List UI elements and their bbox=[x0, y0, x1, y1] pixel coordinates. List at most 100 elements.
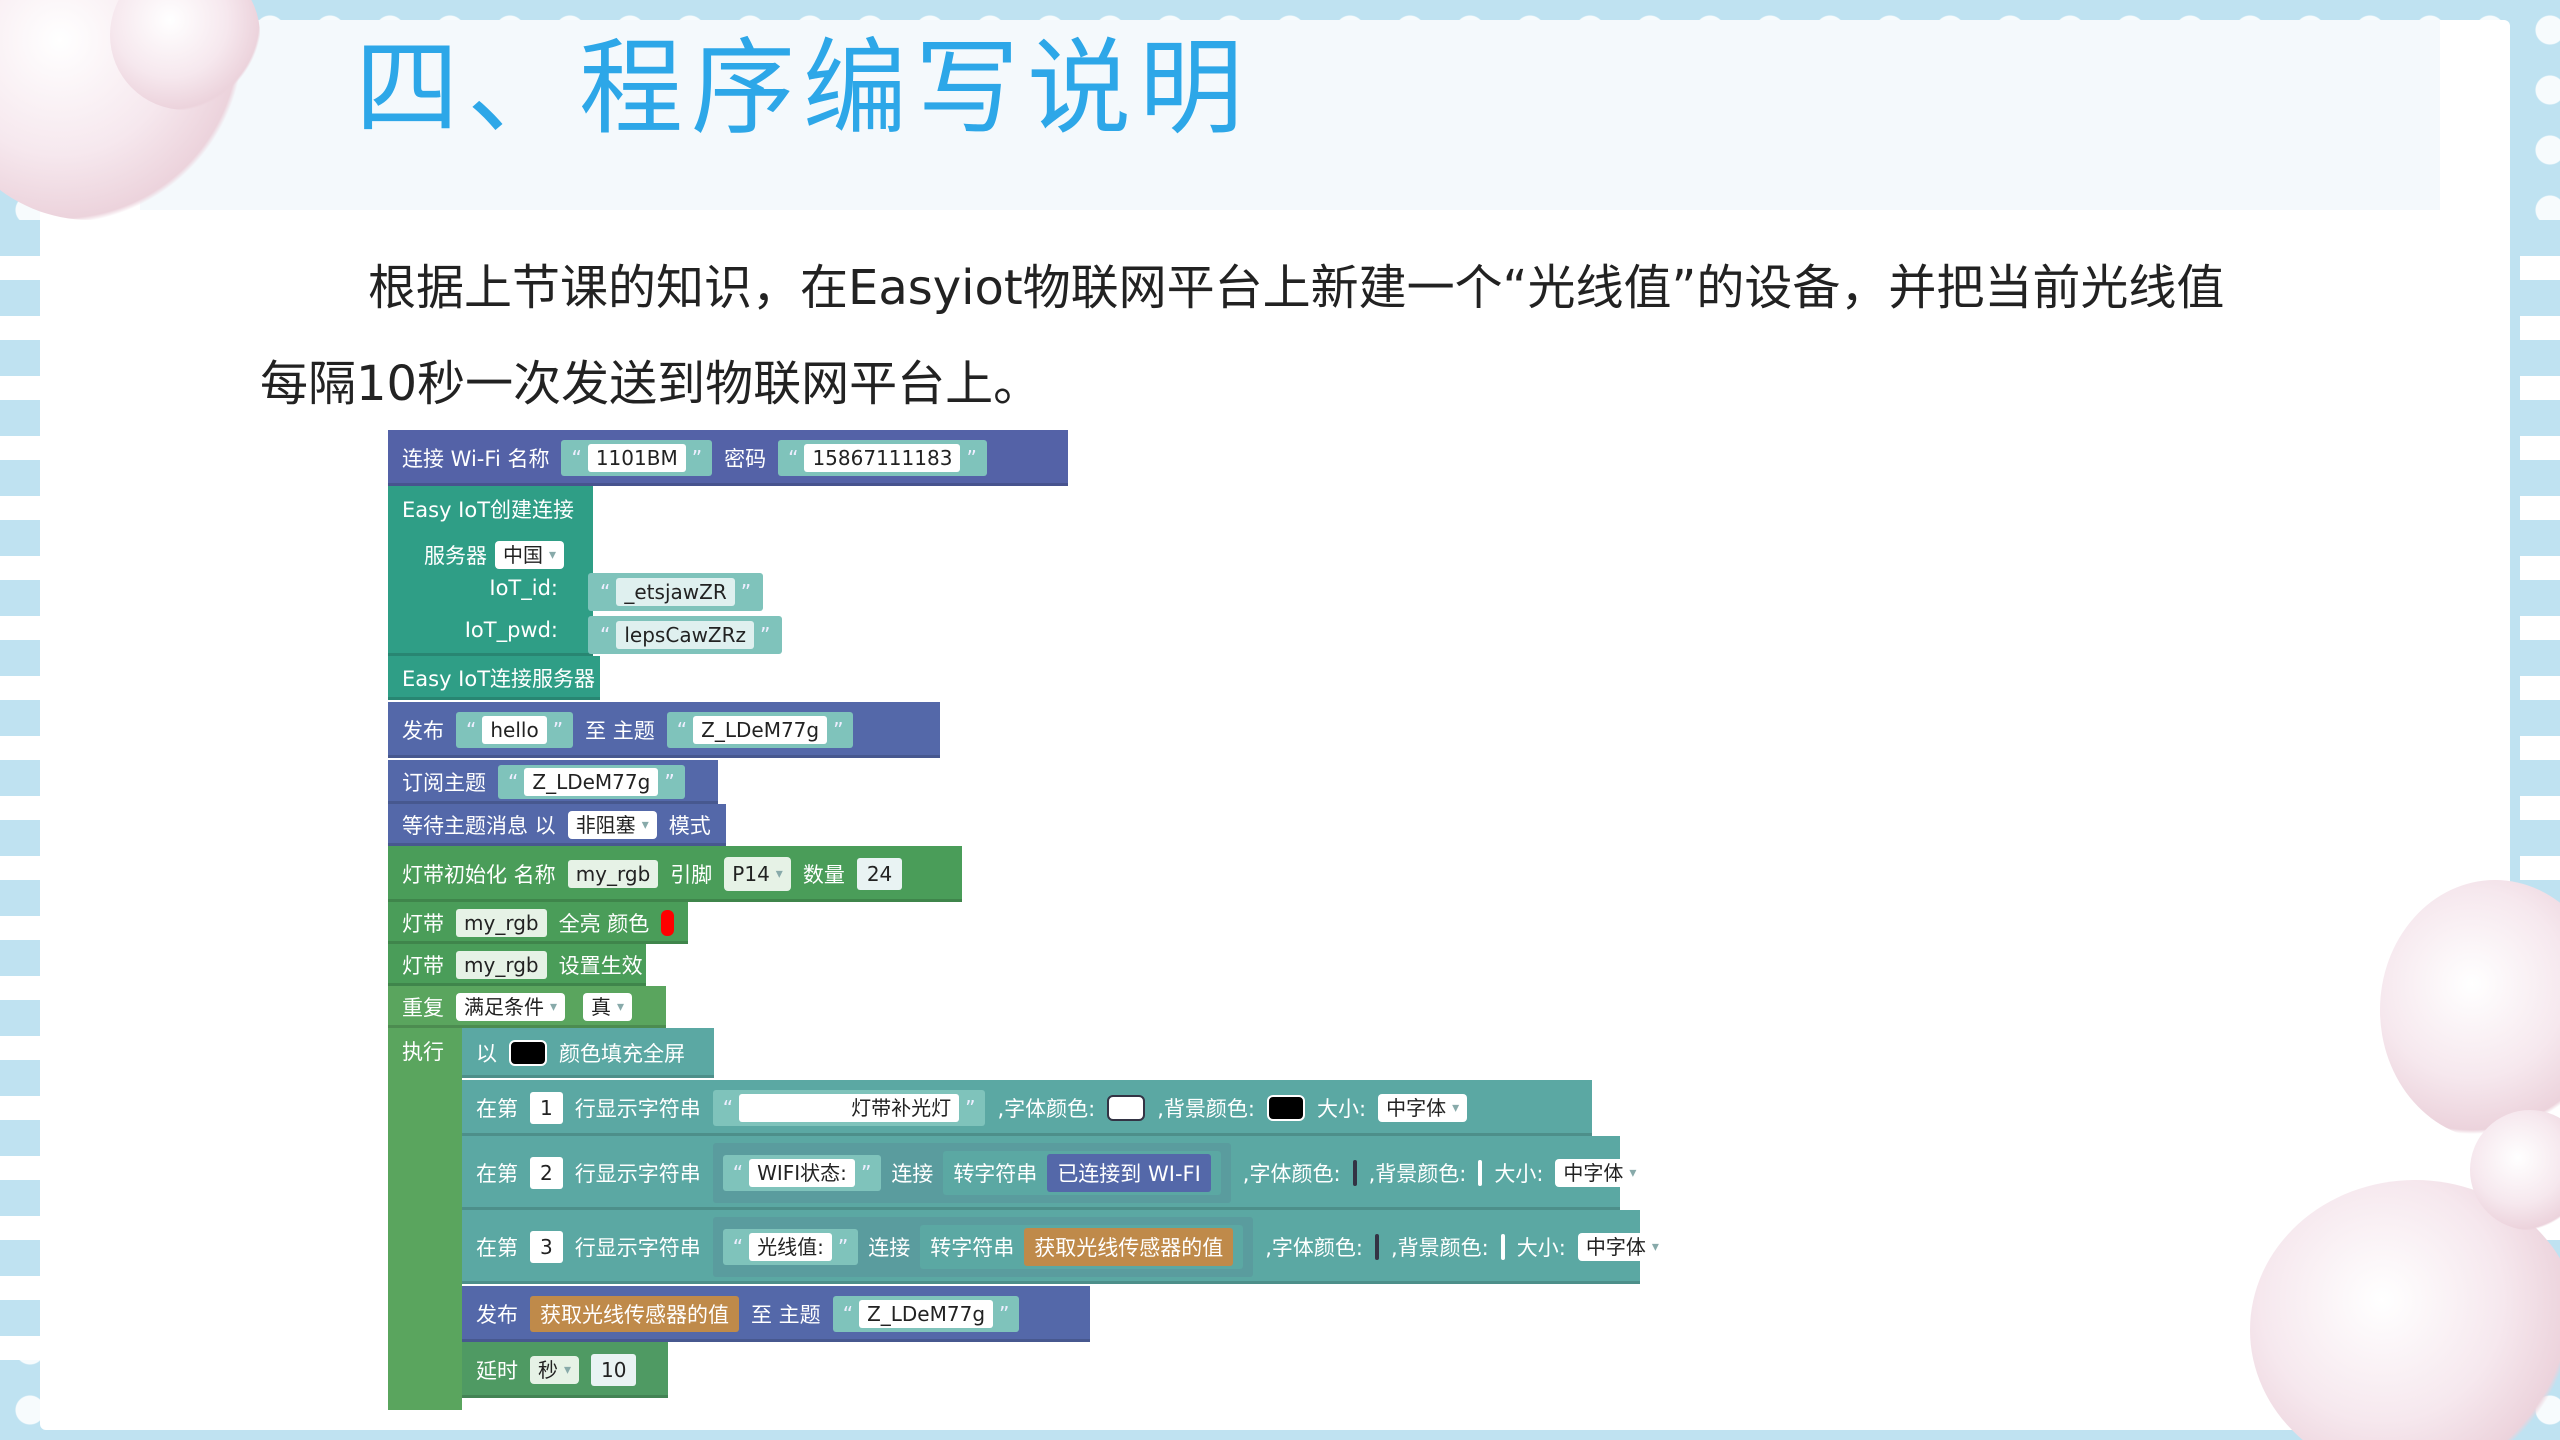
quote-close-icon: ” bbox=[664, 770, 675, 794]
publish-message-string[interactable]: “ hello ” bbox=[456, 712, 574, 748]
led-fill-name-field[interactable]: my_rgb bbox=[456, 909, 547, 937]
iot-id-value[interactable]: _etsjawZR bbox=[616, 578, 735, 606]
iot-credential-labels: IoT_id: IoT_pwd: bbox=[388, 570, 578, 656]
dropdown-arrow-icon: ▾ bbox=[641, 817, 649, 833]
wait-message-label: 等待主题消息 以 bbox=[402, 814, 556, 838]
row3-label: 在第 bbox=[476, 1236, 518, 1260]
iot-pwd-string[interactable]: “ lepsCawZRz ” bbox=[588, 616, 783, 654]
wait-mode-value: 非阻塞 bbox=[575, 813, 636, 837]
row2-text-string[interactable]: “ WIFI状态: ” bbox=[722, 1155, 882, 1191]
subscribe-topic-string[interactable]: “ Z_LDeM77g ” bbox=[498, 765, 685, 799]
publish-block[interactable]: 发布 “ hello ” 至 主题 “ Z_LDeM77g ” bbox=[388, 702, 940, 758]
display-row-1-block[interactable]: 在第 1 行显示字符串 “ 灯带补光灯 ” ,字体颜色: ,背景颜色: 大小: … bbox=[462, 1080, 1592, 1136]
publish2-topic-value[interactable]: Z_LDeM77g bbox=[859, 1300, 994, 1328]
display-row-2-block[interactable]: 在第 2 行显示字符串 “ WIFI状态: ” 连接 转字符串 已连接到 WI-… bbox=[462, 1136, 1645, 1210]
publish-light-block[interactable]: 发布 获取光线传感器的值 至 主题 “ Z_LDeM77g ” bbox=[462, 1286, 1090, 1342]
led-strip-fill-block[interactable]: 灯带 my_rgb 全亮 颜色 bbox=[388, 902, 688, 944]
led-strip-init-block[interactable]: 灯带初始化 名称 my_rgb 引脚 P14▾ 数量 24 bbox=[388, 846, 962, 902]
block-workspace: 连接 Wi-Fi 名称 “ 1101BM ” 密码 “ 15867111183 … bbox=[388, 430, 1928, 1420]
row3-bg-color-swatch[interactable] bbox=[1500, 1234, 1505, 1260]
quote-open-icon: “ bbox=[600, 623, 611, 647]
quote-close-icon: ” bbox=[760, 623, 771, 647]
publish2-light-sensor-block[interactable]: 获取光线传感器的值 bbox=[530, 1296, 739, 1332]
color-picker-red[interactable] bbox=[661, 910, 674, 936]
publish2-topic-label: 至 主题 bbox=[751, 1303, 821, 1327]
wait-mode-label: 模式 bbox=[668, 814, 711, 838]
row2-wifi-status-block[interactable]: 已连接到 WI-FI bbox=[1047, 1154, 1211, 1192]
row3-size-dropdown[interactable]: 中字体▾ bbox=[1577, 1233, 1667, 1261]
wifi-ssid-string[interactable]: “ 1101BM ” bbox=[561, 440, 713, 476]
quote-close-icon: ” bbox=[552, 718, 564, 742]
quote-open-icon: “ bbox=[466, 718, 477, 742]
led-pin-dropdown[interactable]: P14▾ bbox=[724, 857, 791, 891]
easyiot-connect-block[interactable]: Easy IoT连接服务器 bbox=[388, 656, 600, 700]
wait-mode-dropdown[interactable]: 非阻塞 ▾ bbox=[567, 811, 657, 839]
row3-to-string-block[interactable]: 转字符串 获取光线传感器的值 bbox=[920, 1225, 1244, 1269]
display-row-3-block[interactable]: 在第 3 行显示字符串 “ 光线值: ” 连接 转字符串 获取光线传感器的值 ,… bbox=[462, 1210, 1667, 1284]
wifi-password-string[interactable]: “ 15867111183 ” bbox=[778, 440, 987, 476]
dropdown-arrow-icon: ▾ bbox=[1651, 1239, 1659, 1255]
publish2-topic-string[interactable]: “ Z_LDeM77g ” bbox=[832, 1296, 1020, 1332]
delay-block[interactable]: 延时 秒▾ 10 bbox=[462, 1342, 668, 1398]
server-dropdown[interactable]: 中国▾ bbox=[495, 541, 565, 569]
row3-text-string[interactable]: “ 光线值: ” bbox=[722, 1229, 859, 1265]
dropdown-arrow-icon: ▾ bbox=[775, 866, 783, 882]
row2-to-string-label: 转字符串 bbox=[953, 1162, 1038, 1186]
row2-size-dropdown[interactable]: 中字体▾ bbox=[1555, 1159, 1645, 1187]
row1-bg-color-swatch[interactable] bbox=[1267, 1095, 1306, 1121]
quote-close-icon: ” bbox=[691, 446, 703, 470]
row3-light-sensor-block[interactable]: 获取光线传感器的值 bbox=[1024, 1228, 1234, 1266]
fill-screen-block[interactable]: 以 颜色填充全屏 bbox=[462, 1028, 714, 1078]
repeat-boolean-dropdown[interactable]: 真▾ bbox=[583, 993, 633, 1021]
row3-number-field[interactable]: 3 bbox=[530, 1231, 563, 1263]
wifi-password-value[interactable]: 15867111183 bbox=[804, 444, 961, 472]
publish-topic-string[interactable]: “ Z_LDeM77g ” bbox=[666, 712, 854, 748]
row3-concat-label: 连接 bbox=[868, 1236, 911, 1260]
wifi-connect-block[interactable]: 连接 Wi-Fi 名称 “ 1101BM ” 密码 “ 15867111183 … bbox=[388, 430, 1068, 486]
row2-concat-block[interactable]: “ WIFI状态: ” 连接 转字符串 已连接到 WI-FI bbox=[712, 1143, 1231, 1203]
row2-font-color-swatch[interactable] bbox=[1352, 1160, 1357, 1186]
row1-text-string[interactable]: “ 灯带补光灯 ” bbox=[712, 1090, 986, 1126]
subscribe-block[interactable]: 订阅主题 “ Z_LDeM77g ” bbox=[388, 760, 718, 804]
row2-text-value[interactable]: WIFI状态: bbox=[749, 1159, 855, 1187]
delay-value-field[interactable]: 10 bbox=[591, 1354, 637, 1386]
subscribe-topic-value[interactable]: Z_LDeM77g bbox=[524, 768, 659, 796]
row2-number-field[interactable]: 2 bbox=[530, 1157, 563, 1189]
delay-unit-value: 秒 bbox=[538, 1358, 558, 1382]
repeat-block[interactable]: 重复 满足条件▾ 真▾ bbox=[388, 986, 666, 1028]
row2-size-value: 中字体 bbox=[1563, 1161, 1624, 1185]
wait-message-block[interactable]: 等待主题消息 以 非阻塞 ▾ 模式 bbox=[388, 804, 726, 846]
wifi-ssid-value[interactable]: 1101BM bbox=[587, 444, 686, 472]
row3-action: 行显示字符串 bbox=[574, 1236, 701, 1260]
quote-open-icon: “ bbox=[842, 1302, 854, 1326]
row2-to-string-block[interactable]: 转字符串 已连接到 WI-FI bbox=[943, 1151, 1221, 1195]
row1-text-value[interactable]: 灯带补光灯 bbox=[739, 1094, 960, 1122]
led-show-name-field[interactable]: my_rgb bbox=[456, 951, 547, 979]
delay-unit-dropdown[interactable]: 秒▾ bbox=[530, 1356, 580, 1384]
row1-font-color-label: ,字体颜色: bbox=[997, 1097, 1096, 1121]
iot-pwd-value[interactable]: lepsCawZRz bbox=[616, 621, 755, 649]
iot-id-string[interactable]: “ _etsjawZR ” bbox=[588, 573, 764, 611]
row1-size-dropdown[interactable]: 中字体▾ bbox=[1378, 1094, 1468, 1122]
row3-font-color-swatch[interactable] bbox=[1375, 1234, 1379, 1260]
wifi-block-label: 连接 Wi-Fi 名称 bbox=[402, 447, 550, 471]
quote-close-icon: ” bbox=[837, 1235, 849, 1259]
quote-close-icon: ” bbox=[740, 580, 752, 604]
row1-number-field[interactable]: 1 bbox=[530, 1092, 563, 1124]
row3-text-value[interactable]: 光线值: bbox=[749, 1233, 832, 1261]
publish-message-value[interactable]: hello bbox=[482, 716, 547, 744]
easyiot-create-block[interactable]: Easy IoT创建连接 服务器 中国▾ bbox=[388, 486, 593, 656]
row3-concat-block[interactable]: “ 光线值: ” 连接 转字符串 获取光线传感器的值 bbox=[712, 1217, 1254, 1277]
publish-topic-value[interactable]: Z_LDeM77g bbox=[693, 716, 828, 744]
led-strip-show-block[interactable]: 灯带 my_rgb 设置生效 bbox=[388, 944, 646, 986]
led-init-name-field[interactable]: my_rgb bbox=[567, 860, 659, 888]
dropdown-arrow-icon: ▾ bbox=[1452, 1100, 1460, 1116]
row1-font-color-swatch[interactable] bbox=[1107, 1095, 1146, 1121]
quote-open-icon: “ bbox=[508, 770, 519, 794]
repeat-condition-dropdown[interactable]: 满足条件▾ bbox=[456, 993, 566, 1021]
publish2-light-sensor-value: 获取光线传感器的值 bbox=[540, 1303, 729, 1327]
quote-open-icon: “ bbox=[788, 446, 799, 470]
led-count-field[interactable]: 24 bbox=[856, 858, 903, 890]
row2-bg-color-swatch[interactable] bbox=[1478, 1160, 1483, 1186]
fill-color-swatch[interactable] bbox=[509, 1040, 547, 1066]
